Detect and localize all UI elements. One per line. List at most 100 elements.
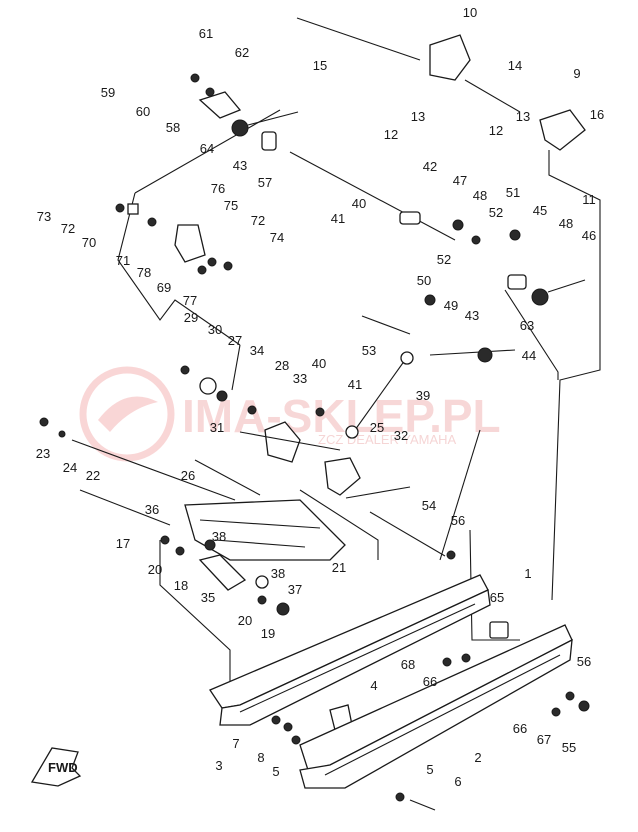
part-callout-16: 16 <box>590 107 604 122</box>
part-callout-49: 49 <box>444 298 458 313</box>
part-callout-51: 51 <box>506 185 520 200</box>
part-callout-72a: 72 <box>61 221 75 236</box>
shafts <box>71 17 521 557</box>
part-callout-72b: 72 <box>251 213 265 228</box>
part-callout-57: 57 <box>258 175 272 190</box>
part-callout-77: 77 <box>183 293 197 308</box>
part-callout-58: 58 <box>166 120 180 135</box>
part-callout-60: 60 <box>136 104 150 119</box>
part-callout-69: 69 <box>157 280 171 295</box>
part-callout-36: 36 <box>145 502 159 517</box>
part-callout-40b: 40 <box>312 356 326 371</box>
part-callout-38a: 38 <box>212 529 226 544</box>
part-callout-70: 70 <box>82 235 96 250</box>
part-callout-42: 42 <box>423 159 437 174</box>
front-direction-marker: FWD <box>30 747 82 787</box>
part-callout-11: 11 <box>582 192 596 207</box>
part-callout-52a: 52 <box>489 205 503 220</box>
boundary-lines <box>117 109 601 690</box>
part-callout-27: 27 <box>228 333 242 348</box>
part-callout-12b: 12 <box>489 123 503 138</box>
part-callout-66a: 66 <box>423 674 437 689</box>
part-callout-5a: 5 <box>272 764 279 779</box>
part-callout-8: 8 <box>257 750 264 765</box>
part-callout-48a: 48 <box>473 188 487 203</box>
part-callout-75: 75 <box>224 198 238 213</box>
springs <box>231 111 586 363</box>
part-callout-48b: 48 <box>559 216 573 231</box>
rear-arm-assembly <box>184 499 346 591</box>
part-callout-7: 7 <box>232 736 239 751</box>
part-callout-15: 15 <box>313 58 327 73</box>
part-callout-47: 47 <box>453 173 467 188</box>
part-callout-20a: 20 <box>148 562 162 577</box>
part-callout-30: 30 <box>208 322 222 337</box>
part-callout-22: 22 <box>86 468 100 483</box>
part-callout-67: 67 <box>537 732 551 747</box>
part-callout-29: 29 <box>184 310 198 325</box>
part-callout-21: 21 <box>332 560 346 575</box>
part-callout-65: 65 <box>490 590 504 605</box>
part-callout-13b: 13 <box>516 109 530 124</box>
part-callout-12a: 12 <box>384 127 398 142</box>
part-callout-1: 1 <box>524 566 531 581</box>
part-callout-39: 39 <box>416 388 430 403</box>
part-callout-52b: 52 <box>437 252 451 267</box>
part-callout-20b: 20 <box>238 613 252 628</box>
part-callout-18: 18 <box>174 578 188 593</box>
part-callout-59: 59 <box>101 85 115 100</box>
part-callout-50: 50 <box>417 273 431 288</box>
part-callout-40a: 40 <box>352 196 366 211</box>
part-callout-45: 45 <box>533 203 547 218</box>
part-callout-34: 34 <box>250 343 264 358</box>
part-callout-71: 71 <box>116 253 130 268</box>
watermark-main-text: IMA-SKLEP.PL <box>182 390 501 442</box>
part-callout-74: 74 <box>270 230 284 245</box>
part-callout-2: 2 <box>474 750 481 765</box>
part-callout-64: 64 <box>200 141 214 156</box>
part-callout-28: 28 <box>275 358 289 373</box>
part-callout-54: 54 <box>422 498 436 513</box>
part-callout-76: 76 <box>211 181 225 196</box>
part-callout-41b: 41 <box>348 377 362 392</box>
part-callout-17: 17 <box>116 536 130 551</box>
part-callout-6: 6 <box>454 774 461 789</box>
part-callout-38b: 38 <box>271 566 285 581</box>
part-callout-41a: 41 <box>331 211 345 226</box>
watermark-sub-text: ZCZ DEALER YAMAHA <box>318 432 457 447</box>
part-callout-61: 61 <box>199 26 213 41</box>
part-callout-9: 9 <box>573 66 580 81</box>
part-callout-55: 55 <box>562 740 576 755</box>
part-callout-10: 10 <box>463 5 477 20</box>
part-callout-33: 33 <box>293 371 307 386</box>
part-callout-4: 4 <box>370 678 377 693</box>
part-callout-35: 35 <box>201 590 215 605</box>
part-callout-3: 3 <box>215 758 222 773</box>
front-direction-label: FWD <box>48 760 78 775</box>
part-callout-53: 53 <box>362 343 376 358</box>
part-callout-25: 25 <box>370 420 384 435</box>
part-callout-32: 32 <box>394 428 408 443</box>
part-callout-24: 24 <box>63 460 77 475</box>
part-callout-43b: 43 <box>465 308 479 323</box>
part-callout-56b: 56 <box>577 654 591 669</box>
part-callout-78: 78 <box>137 265 151 280</box>
part-callout-63: 63 <box>520 318 534 333</box>
part-callout-56a: 56 <box>451 513 465 528</box>
shock-absorber <box>345 351 414 439</box>
part-callout-13a: 13 <box>411 109 425 124</box>
part-callout-31: 31 <box>210 420 224 435</box>
part-callout-62: 62 <box>235 45 249 60</box>
part-callout-46: 46 <box>582 228 596 243</box>
watermark-logo-icon <box>79 366 175 462</box>
part-callout-66b: 66 <box>513 721 527 736</box>
slide-rails <box>209 574 573 789</box>
part-callout-19: 19 <box>261 626 275 641</box>
part-callout-23: 23 <box>36 446 50 461</box>
center-arm-assembly <box>239 421 361 496</box>
part-callout-37: 37 <box>288 582 302 597</box>
part-callout-44: 44 <box>522 348 536 363</box>
watermark: IMA-SKLEP.PL ZCZ DEALER YAMAHA <box>79 366 501 462</box>
